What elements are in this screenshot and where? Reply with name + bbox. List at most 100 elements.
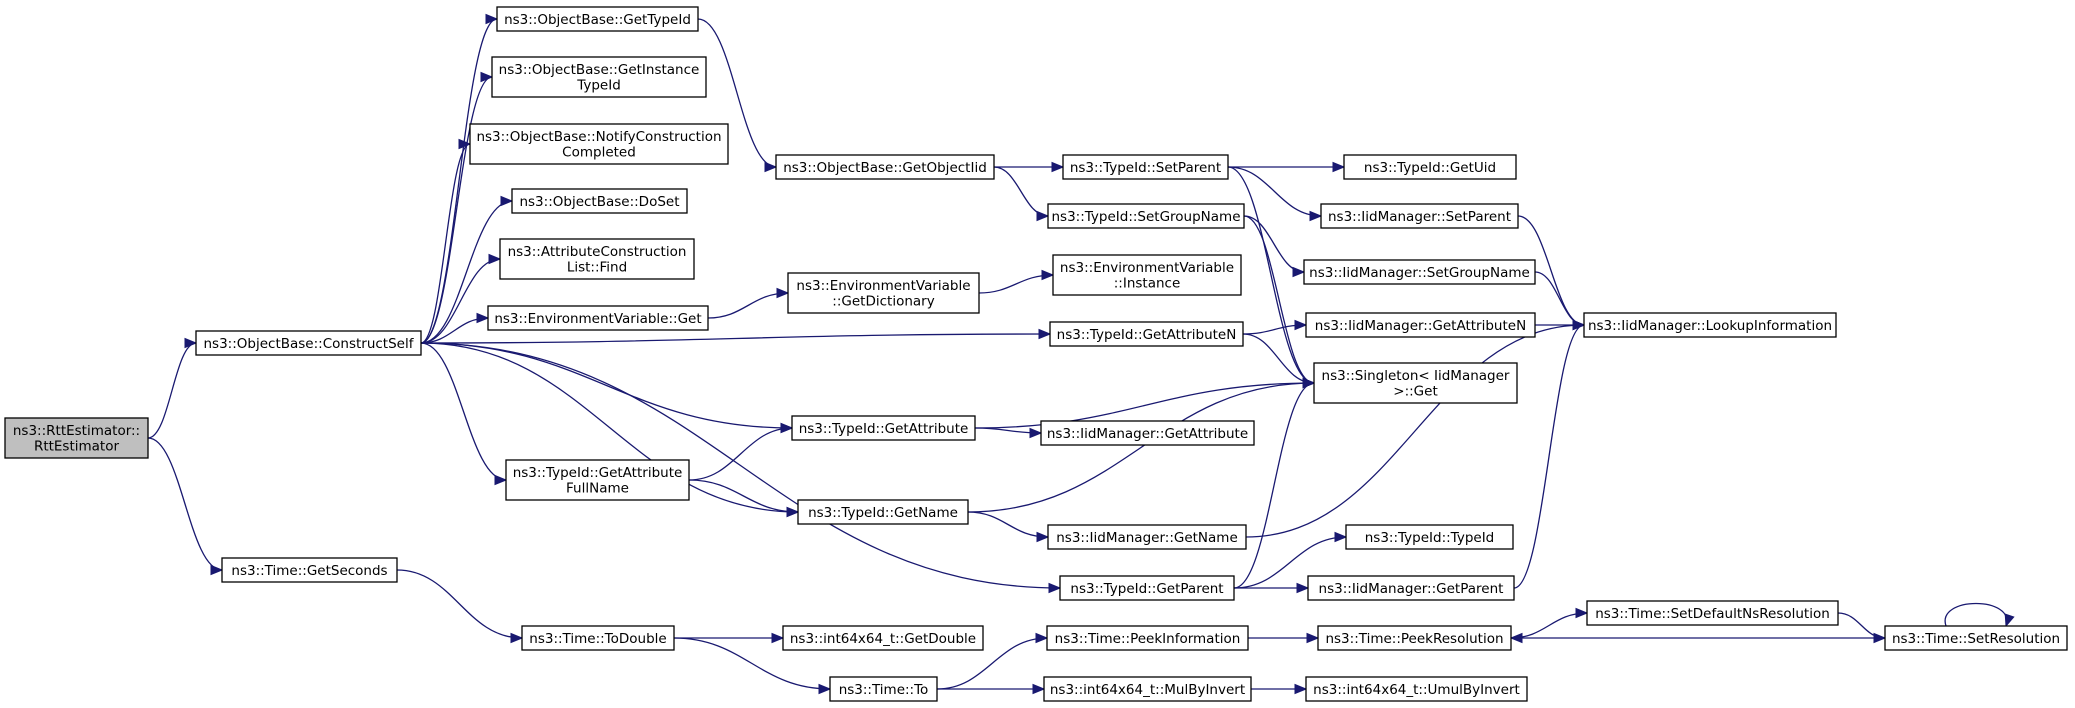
edge-arrow-8	[1038, 328, 1052, 340]
edge-line-35	[1534, 271, 1585, 326]
node-getdict[interactable]: ns3::EnvironmentVariable::GetDictionary	[787, 272, 980, 314]
node-label-getname-0: ns3::TypeId::GetName	[808, 505, 958, 521]
node-construct[interactable]: ns3::ObjectBase::ConstructSelf	[195, 330, 422, 356]
edge-line-11	[420, 342, 799, 513]
node-setgroupname[interactable]: ns3::TypeId::SetGroupName	[1047, 203, 1245, 229]
node-label-getinstance-1: TypeId	[576, 78, 621, 94]
node-rtt: ns3::RttEstimator::RttEstimator	[4, 417, 149, 459]
node-peekres[interactable]: ns3::Time::PeekResolution	[1317, 625, 1512, 651]
edge-arrow-16	[1332, 161, 1346, 173]
edge-arrow-13	[764, 161, 778, 173]
node-label-doset-0: ns3::ObjectBase::DoSet	[519, 194, 679, 210]
node-label-peekinfo-0: ns3::Time::PeekInformation	[1055, 631, 1241, 647]
node-iidsetgroupname[interactable]: ns3::IidManager::SetGroupName	[1303, 259, 1536, 285]
node-doset[interactable]: ns3::ObjectBase::DoSet	[511, 188, 688, 214]
node-box-todouble	[521, 625, 675, 651]
edge-rtt-to-getseconds	[147, 437, 224, 576]
node-box-iidsetparent	[1320, 203, 1519, 229]
node-box-typeidtypeid	[1345, 524, 1514, 550]
node-envget[interactable]: ns3::EnvironmentVariable::Get	[487, 305, 709, 331]
node-getattributen[interactable]: ns3::TypeId::GetAttributeN	[1049, 321, 1244, 347]
node-getattribute[interactable]: ns3::TypeId::GetAttribute	[791, 415, 976, 441]
node-label-mulbyinvert-0: ns3::int64x64_t::MulByInvert	[1050, 682, 1245, 698]
edge-arrow-48	[1509, 632, 1523, 644]
node-peekinfo[interactable]: ns3::Time::PeekInformation	[1046, 625, 1249, 651]
node-label-getparent-0: ns3::TypeId::GetParent	[1070, 581, 1223, 597]
edge-iidgetname-to-lookup	[1245, 319, 1586, 538]
edge-getobjectiid-to-setgroupname	[993, 166, 1050, 222]
edge-getobjectiid-to-setparent	[994, 161, 1065, 173]
node-box-peekres	[1317, 625, 1512, 651]
edge-timeto-to-peekinfo	[936, 632, 1049, 690]
node-getobjectiid[interactable]: ns3::ObjectBase::GetObjectIid	[775, 154, 995, 180]
node-box-iidsetgroupname	[1303, 259, 1536, 285]
node-box-getattribute	[791, 415, 976, 441]
edge-line-25	[974, 382, 1315, 429]
edge-arrow-27	[780, 422, 794, 434]
node-iidsetparent[interactable]: ns3::IidManager::SetParent	[1320, 203, 1519, 229]
node-gettypeid[interactable]: ns3::ObjectBase::GetTypeId	[496, 6, 699, 32]
node-mulbyinvert[interactable]: ns3::int64x64_t::MulByInvert	[1043, 676, 1252, 702]
edge-getattribute-to-iidgetattribute	[974, 427, 1043, 439]
node-label-iidgetparent-0: ns3::IidManager::GetParent	[1319, 581, 1504, 597]
node-iidgetparent[interactable]: ns3::IidManager::GetParent	[1307, 575, 1515, 601]
edge-setgroupname-to-iidsetgroupname	[1243, 215, 1306, 278]
edge-arrow-4	[458, 138, 472, 150]
edge-line-33	[1233, 382, 1315, 589]
edge-line-5	[420, 200, 513, 344]
node-label-getattrfull-1: FullName	[566, 481, 629, 497]
node-setparent[interactable]: ns3::TypeId::SetParent	[1062, 154, 1229, 180]
edge-arrow-42	[1035, 632, 1049, 644]
node-singleton[interactable]: ns3::Singleton< IidManager>::Get	[1313, 362, 1518, 404]
node-box-getuid	[1343, 154, 1517, 180]
edge-arrow-30	[1036, 531, 1050, 543]
edge-arrow-7	[476, 312, 490, 324]
node-label-getdict-0: ns3::EnvironmentVariable	[796, 278, 970, 294]
node-getuid[interactable]: ns3::TypeId::GetUid	[1343, 154, 1517, 180]
node-getname[interactable]: ns3::TypeId::GetName	[797, 499, 969, 525]
edge-construct-to-getinstance	[420, 71, 494, 344]
edge-arrow-49	[2004, 613, 2015, 628]
node-box-setdefaultns	[1586, 600, 1839, 626]
node-label-iidsetgroupname-0: ns3::IidManager::SetGroupName	[1309, 265, 1530, 281]
node-label-lookup-0: ns3::IidManager::LookupInformation	[1588, 318, 1832, 334]
node-iidgetattribute[interactable]: ns3::IidManager::GetAttribute	[1040, 420, 1255, 446]
edge-line-39	[396, 569, 523, 639]
node-box-mulbyinvert	[1043, 676, 1252, 702]
edge-line-8	[420, 333, 1051, 344]
node-label-singleton-0: ns3::Singleton< IidManager	[1322, 368, 1510, 384]
edge-getseconds-to-todouble	[396, 569, 524, 644]
edge-line-21	[707, 292, 789, 319]
node-typeidtypeid[interactable]: ns3::TypeId::TypeId	[1345, 524, 1514, 550]
node-notify[interactable]: ns3::ObjectBase::NotifyConstructionCompl…	[469, 123, 729, 165]
node-setres[interactable]: ns3::Time::SetResolution	[1884, 625, 2068, 651]
node-umulbyinvert[interactable]: ns3::int64x64_t::UmulByInvert	[1305, 676, 1528, 702]
edge-setparent-to-iidsetparent	[1227, 166, 1323, 222]
node-timeto[interactable]: ns3::Time::To	[829, 676, 938, 702]
node-getdouble[interactable]: ns3::int64x64_t::GetDouble	[782, 625, 984, 651]
node-box-getinstance	[491, 56, 707, 98]
node-setdefaultns[interactable]: ns3::Time::SetDefaultNsResolution	[1586, 600, 1839, 626]
node-envinstance[interactable]: ns3::EnvironmentVariable::Instance	[1052, 254, 1242, 296]
node-todouble[interactable]: ns3::Time::ToDouble	[521, 625, 675, 651]
node-getseconds[interactable]: ns3::Time::GetSeconds	[221, 557, 398, 583]
edge-arrow-12	[1048, 582, 1062, 594]
edge-arrow-2	[485, 13, 499, 25]
node-box-getparent	[1059, 575, 1235, 601]
edge-getdict-to-envinstance	[978, 269, 1055, 294]
edge-line-47	[1837, 612, 1886, 639]
node-iidgetname[interactable]: ns3::IidManager::GetName	[1047, 524, 1247, 550]
node-lookup[interactable]: ns3::IidManager::LookupInformation	[1583, 312, 1837, 338]
edge-arrow-14	[1051, 161, 1065, 173]
edge-getattrfull-to-getname	[688, 479, 800, 518]
node-box-envget	[487, 305, 709, 331]
node-getparent[interactable]: ns3::TypeId::GetParent	[1059, 575, 1235, 601]
edge-getattrfull-to-getattribute	[688, 422, 794, 481]
edge-arrow-32	[1296, 582, 1310, 594]
edge-arrow-22	[1041, 269, 1055, 281]
node-iidgetattributen[interactable]: ns3::IidManager::GetAttributeN	[1305, 312, 1536, 338]
node-box-peekinfo	[1046, 625, 1249, 651]
